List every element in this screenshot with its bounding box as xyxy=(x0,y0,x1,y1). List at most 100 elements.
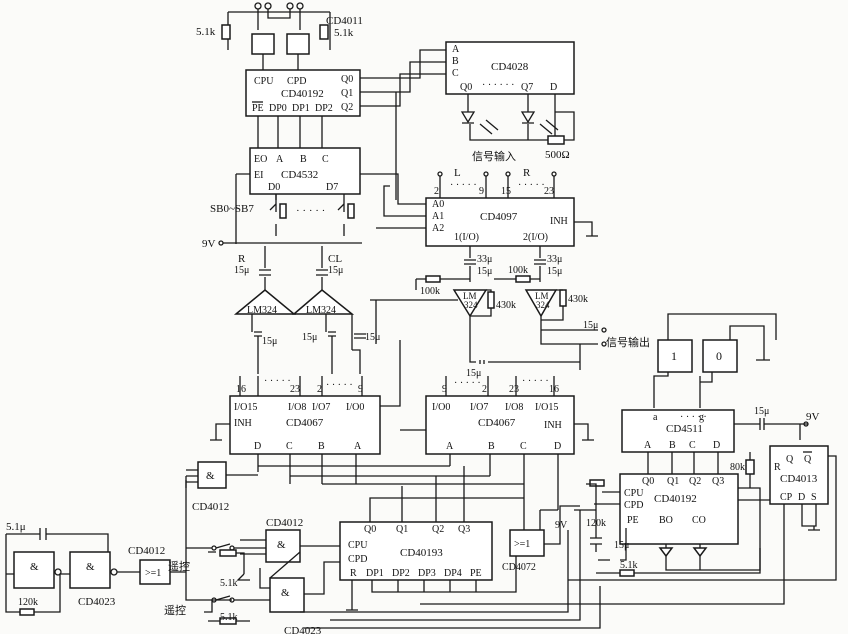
pin-label: I/O0 xyxy=(346,402,364,413)
pin-label: C xyxy=(286,441,293,452)
pin-label: DP4 xyxy=(444,568,462,579)
chip-name: CD4097 xyxy=(480,211,518,223)
pin-label: INH xyxy=(544,420,562,431)
lm324-right-pair: 33μ 33μ 15μ 15μ 100k 100k LM 324 LM 324 … xyxy=(370,246,650,379)
pin-label: R xyxy=(350,568,357,579)
capacitor-label: 5.1μ xyxy=(6,521,26,533)
gate-label: CD4012 xyxy=(128,545,165,557)
svg-text:· · · · ·: · · · · · xyxy=(522,376,549,387)
gate-symbol: & xyxy=(281,587,290,599)
pin-label: DP2 xyxy=(315,103,333,114)
resistor-label: 430k xyxy=(496,300,516,311)
gate-symbol: & xyxy=(86,561,95,573)
svg-text:· · · · ·: · · · · · xyxy=(264,376,291,387)
display-digit-0 xyxy=(702,339,738,373)
chip-name: CD4067 xyxy=(286,417,324,429)
gate-symbol: & xyxy=(277,539,286,551)
pin-label: Q3 xyxy=(712,476,724,487)
pin-label: Q3 xyxy=(458,524,470,535)
gate-label: CD4012 xyxy=(192,501,229,513)
pin-label: B xyxy=(318,441,325,452)
gate-symbol: >=1 xyxy=(145,568,161,579)
cd4028-chip: A B C CD4028 Q0 Q7 D · · · · · · 500Ω xyxy=(445,41,575,161)
pin-label: Q0 xyxy=(364,524,376,535)
pin-label: DP2 xyxy=(392,568,410,579)
pin-label: CPU xyxy=(254,76,274,87)
pin-label: 16 xyxy=(236,384,246,395)
capacitor-label: 15μ xyxy=(365,332,380,343)
pin-label: I/O15 xyxy=(535,402,558,413)
pin-label: DP3 xyxy=(418,568,436,579)
cd40192-top-chip: CPU CPD Q0 Q1 Q2 CD40192 PE DP0 DP1 DP2 xyxy=(245,49,446,148)
capacitor-label: 33μ xyxy=(547,254,562,265)
pin-label: Q xyxy=(786,454,794,465)
svg-text:· · · · ·: · · · · · xyxy=(296,205,325,217)
pin-label: B xyxy=(452,56,459,67)
chip-name: CD4067 xyxy=(478,417,516,429)
pin-label: 23 xyxy=(290,384,300,395)
chip-name: CD40192 xyxy=(281,88,324,100)
opamp-label: LM324 xyxy=(306,305,336,316)
supply-label: 9V xyxy=(202,238,216,250)
capacitor-label: 15μ xyxy=(328,265,343,276)
capacitor-label: 15μ xyxy=(234,265,249,276)
gate-label: CD4012 xyxy=(266,517,303,529)
pin-label: PE xyxy=(470,568,482,579)
capacitor-label: 15μ xyxy=(614,540,629,551)
remote-label: 遥控 xyxy=(168,559,190,573)
pin-label: 2 xyxy=(482,384,487,395)
cd40192-right-chip: Q0 Q1 Q2 Q3 CPU CPD CD40192 PE BO CO 80k… xyxy=(555,452,770,577)
pin-label: g xyxy=(699,412,704,423)
cd4532-chip: EO A B C EI CD4532 D0 D7 · · · · · SB0~S… xyxy=(202,147,362,250)
pin-label: I/O8 xyxy=(505,402,523,413)
resistor-label: 100k xyxy=(508,265,528,276)
resistor-label: 5.1k xyxy=(196,26,216,38)
pin-label: Q2 xyxy=(432,524,444,535)
capacitor-label: 15μ xyxy=(477,266,492,277)
pin-label: CPD xyxy=(348,554,367,565)
chip-name: CD4511 xyxy=(666,423,703,435)
pin-label: D7 xyxy=(326,182,338,193)
pin-label: Q0 xyxy=(460,82,472,93)
gate-label: CD4072 xyxy=(502,562,536,573)
opamp-label: 324 xyxy=(464,300,478,310)
pin-label: CP xyxy=(780,492,793,503)
capacitor-label: 15μ xyxy=(547,266,562,277)
pin-label: B xyxy=(300,154,307,165)
pin-label: INH xyxy=(550,216,568,227)
remote-switches: 遥控 遥控 5.1k 5.1k xyxy=(164,543,266,625)
pin-label: B xyxy=(669,440,676,451)
switch-label: SB0~SB7 xyxy=(210,203,254,215)
pin-label: D xyxy=(550,82,557,93)
resistor-label: 5.1k xyxy=(620,560,638,571)
capacitor-label: 33μ xyxy=(477,254,492,265)
resistor-label: 120k xyxy=(18,597,38,608)
pin-label: A xyxy=(644,440,652,451)
input-label: CL xyxy=(328,253,342,265)
pin-label: DP1 xyxy=(292,103,310,114)
opamp-label: LM324 xyxy=(247,305,277,316)
supply-label: 9V xyxy=(806,411,820,423)
cd4011-section: 5.1k 5.1k CD4011 xyxy=(196,2,363,70)
pin-label: 23 xyxy=(544,186,554,197)
pin-label: A xyxy=(354,441,362,452)
pin-label: I/O0 xyxy=(432,402,450,413)
cd4067-right-chip: 9 2 23 16 · · · · · · · · · · I/O0 I/O7 … xyxy=(258,340,594,510)
oscillator-cd4023: 5.1μ & & 120k CD4023 >=1 CD4012 xyxy=(5,521,232,616)
pin-label: DP1 xyxy=(366,568,384,579)
capacitor-label: 15μ xyxy=(754,406,769,417)
pin-label: I/O7 xyxy=(470,402,488,413)
gate-symbol: & xyxy=(206,470,215,482)
resistor-label: 80k xyxy=(730,462,745,473)
svg-text:· · · · · ·: · · · · · · xyxy=(482,80,514,91)
chip-name: CD4532 xyxy=(281,169,318,181)
resistor-label: 5.1k xyxy=(334,27,354,39)
display-digit-text: 1 xyxy=(671,349,677,363)
pin-label: A xyxy=(452,44,460,55)
channel-label: L xyxy=(454,167,461,179)
cd40193-chip: Q0 Q1 Q2 Q3 CPU CPD CD40193 R DP1 DP2 DP… xyxy=(339,466,524,611)
display-digit-1 xyxy=(657,339,693,373)
pin-label: A1 xyxy=(432,211,444,222)
pin-label: Q1 xyxy=(341,88,353,99)
